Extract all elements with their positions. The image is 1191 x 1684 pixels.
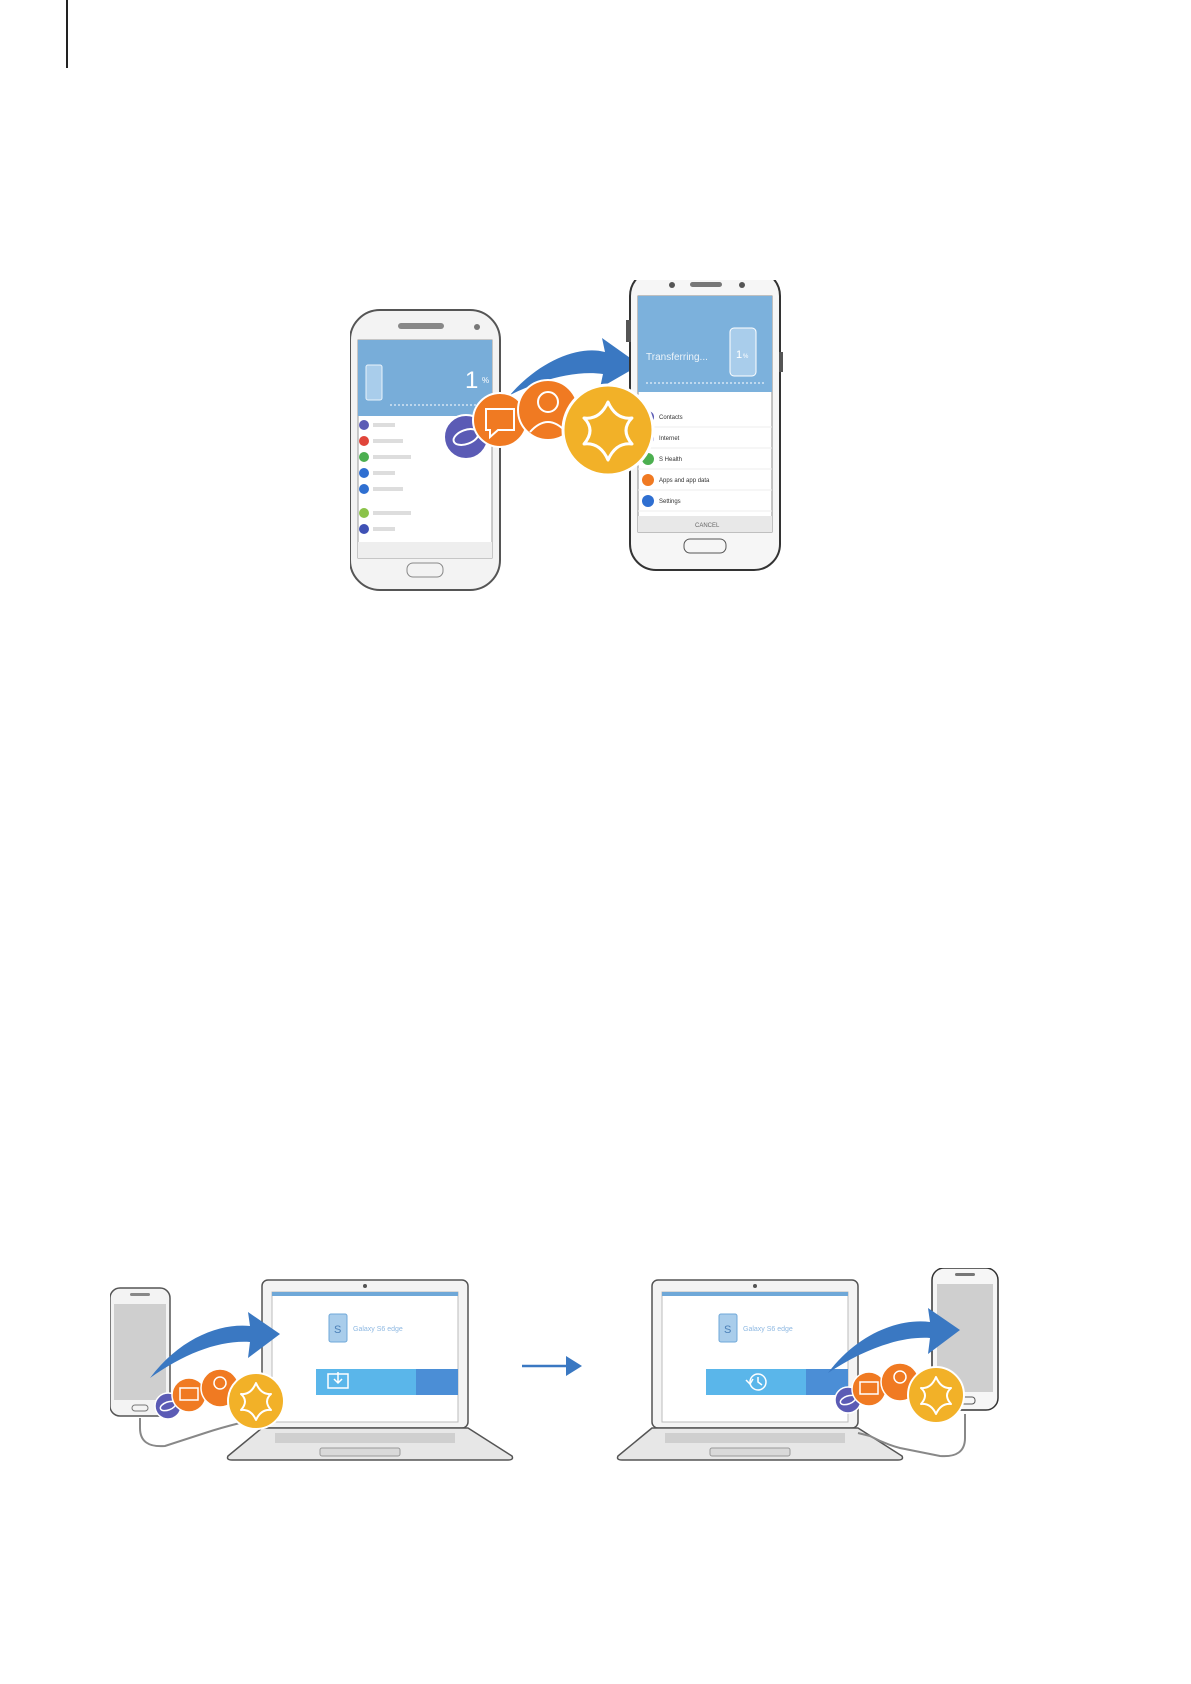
phone-to-phone-figure: 1 % Transferring... 1 % ContactsInternet…: [350, 280, 783, 591]
computer-transfer-figure: S Galaxy S6 edge S Galaxy S: [110, 1268, 999, 1461]
svg-text:Internet: Internet: [659, 436, 680, 442]
backup-icon: [327, 1372, 349, 1389]
old-phone-list-item: [359, 420, 395, 430]
old-phone-list-item: [359, 524, 395, 534]
svg-text:Apps and app data: Apps and app data: [659, 478, 710, 484]
restore-arrow: [828, 1308, 960, 1373]
laptop-restore: S Galaxy S6 edge: [616, 1279, 904, 1461]
new-phone-progress: 1: [736, 349, 742, 361]
svg-text:%: %: [482, 376, 489, 385]
old-phone-list-item: [359, 508, 411, 518]
margin-rule: [66, 0, 68, 68]
backup-arrow: [150, 1312, 280, 1378]
laptop1-device-icon-label: S: [334, 1324, 341, 1336]
svg-text:S Health: S Health: [659, 457, 682, 463]
old-phone-list-item: [359, 484, 403, 494]
old-phone-list-item: [359, 468, 395, 478]
transfer-data-icons: [443, 379, 655, 477]
old-phone-list-item: [359, 452, 411, 462]
old-phone-list: [359, 420, 411, 534]
source-phone: [110, 1287, 250, 1448]
new-phone-cancel-button: CANCEL: [695, 523, 720, 529]
laptop-backup: S Galaxy S6 edge: [226, 1279, 514, 1461]
laptop2-device-icon-label: S: [724, 1324, 731, 1336]
svg-text:Settings: Settings: [659, 499, 681, 505]
gallery-icon: [907, 1366, 965, 1424]
target-phone: [857, 1268, 999, 1458]
svg-text:%: %: [743, 354, 749, 360]
old-phone-list-item: [359, 436, 403, 446]
restore-data-icons: [834, 1362, 965, 1424]
gallery-icon: [227, 1372, 285, 1430]
restore-icon: [745, 1373, 767, 1391]
step-arrow: [522, 1356, 582, 1376]
new-phone-heading: Transferring...: [646, 352, 708, 363]
laptop1-device-name: Galaxy S6 edge: [353, 1326, 403, 1333]
svg-text:Contacts: Contacts: [659, 415, 683, 421]
new-phone-list-item: Apps and app data: [638, 474, 772, 491]
old-phone-progress: 1: [465, 367, 478, 394]
gallery-icon: [561, 383, 655, 477]
laptop2-device-name: Galaxy S6 edge: [743, 1326, 793, 1333]
backup-data-icons: [154, 1368, 285, 1430]
new-phone-list-item: Settings: [638, 495, 772, 512]
